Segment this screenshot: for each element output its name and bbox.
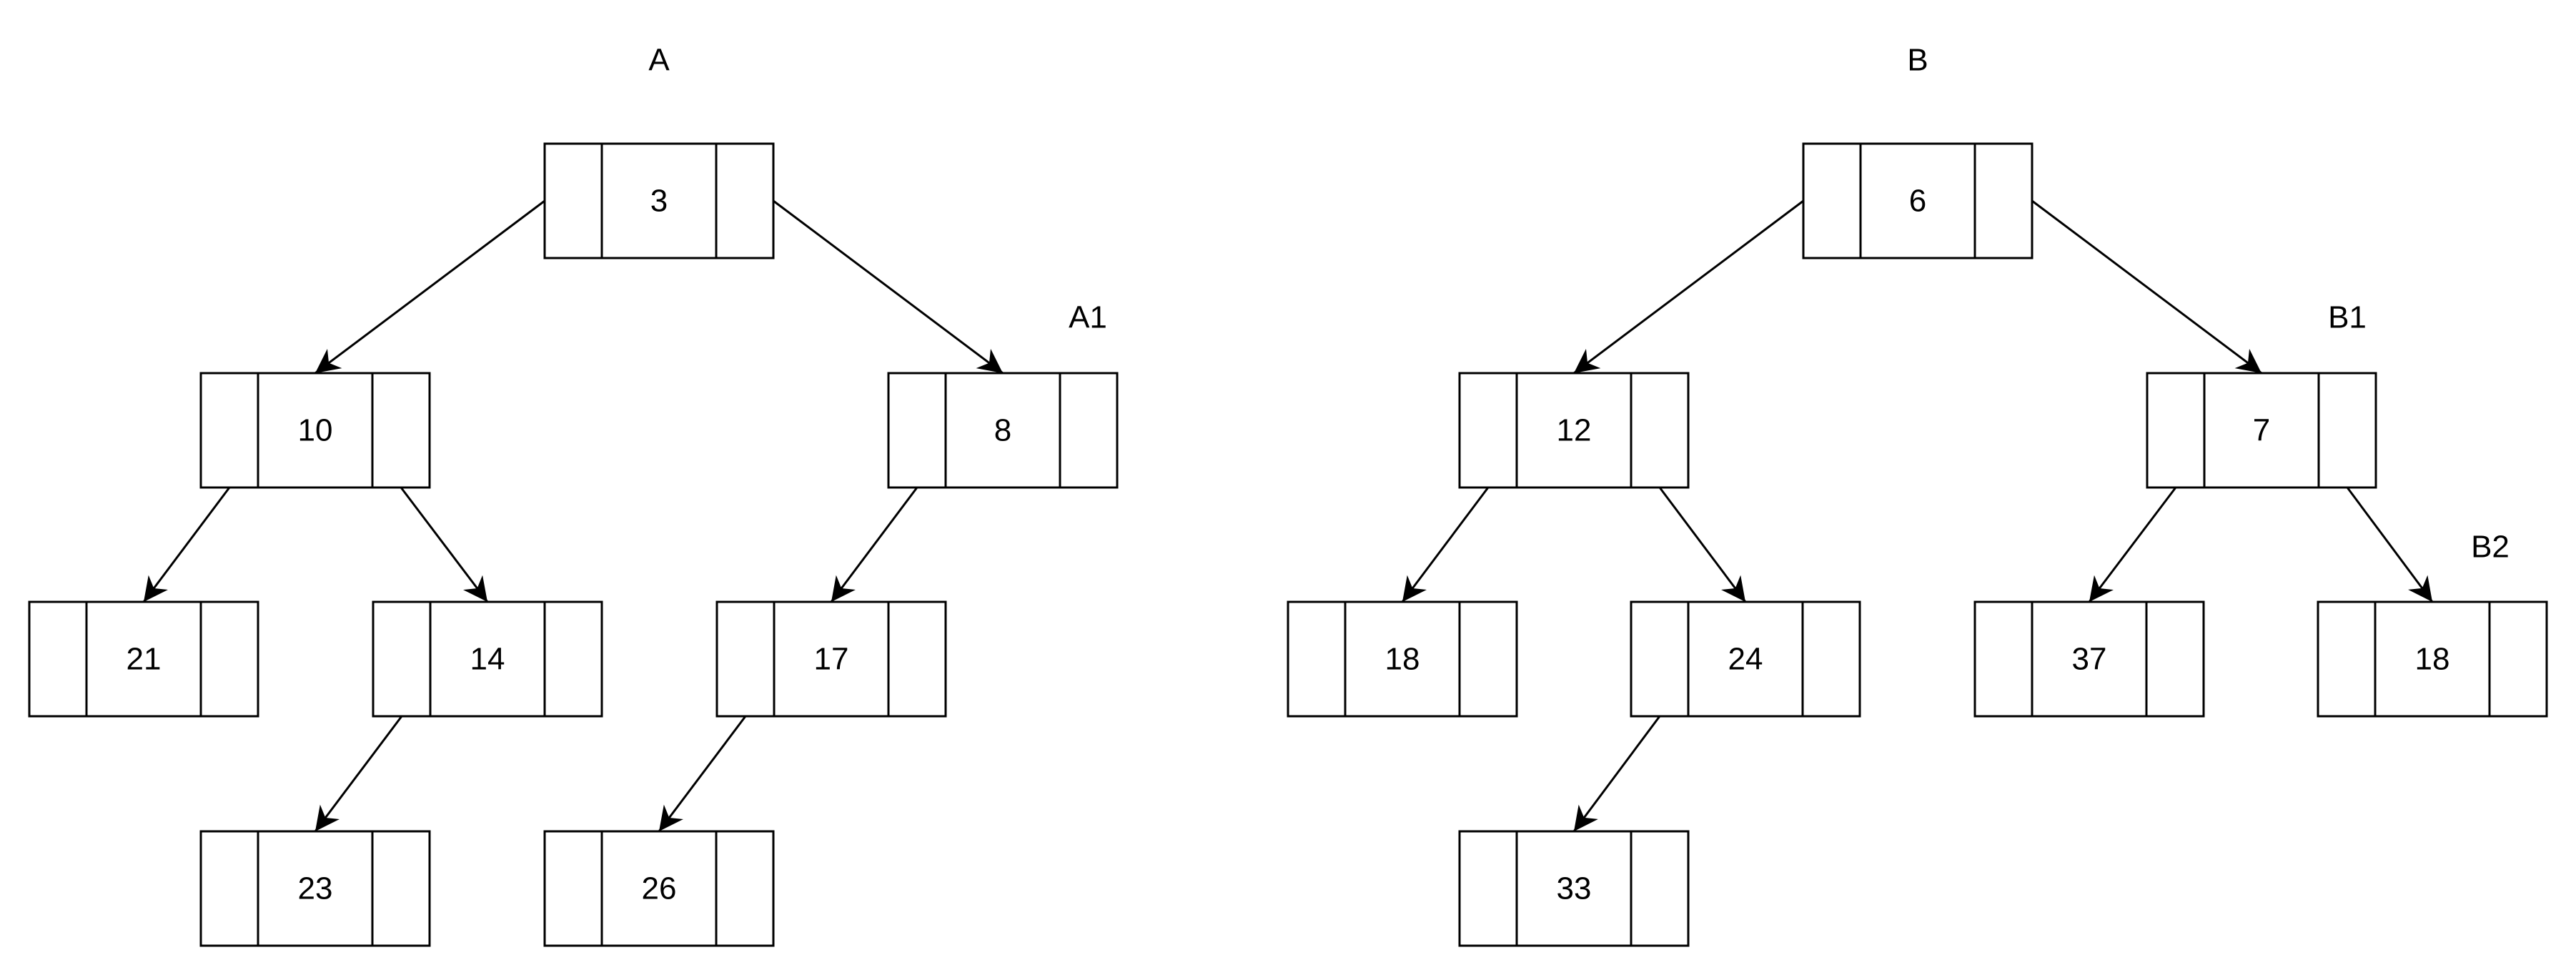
edge-a-3-to-a-10 [314, 199, 545, 375]
node-value: 24 [1728, 642, 1763, 677]
subtree-label-b2: B2 [2471, 530, 2510, 565]
node-value: 37 [2072, 642, 2107, 677]
edge-a-14-to-a-23 [314, 716, 403, 832]
node-box [543, 830, 775, 947]
node-box [372, 600, 603, 718]
tree-node-b-24: 24 [1630, 600, 1861, 718]
node-value: 23 [298, 871, 333, 906]
node-box [715, 600, 947, 718]
node-box [2317, 600, 2548, 718]
subtree-label-b1: B1 [2328, 300, 2367, 335]
tree-node-b-18b: 18 [2317, 600, 2548, 718]
node-value: 12 [1557, 413, 1592, 448]
edge-b-6-to-b-12 [1573, 199, 1804, 375]
subtree-label-a1: A1 [1069, 300, 1107, 335]
node-box [1458, 372, 1690, 489]
node-value: 21 [127, 642, 162, 677]
edge-b-12-to-b-18a [1401, 487, 1490, 603]
node-box [28, 600, 259, 718]
tree-node-b-37: 37 [1973, 600, 2205, 718]
tree-node-a-17: 17 [715, 600, 947, 718]
nodes-layer: 3 10 8 21 14 17 23 26 6 12 7 18 24 37 18 33 [28, 142, 2548, 947]
node-box [887, 372, 1119, 489]
node-value: 8 [994, 413, 1011, 448]
edge-a-10-to-a-21 [142, 487, 231, 603]
tree-node-b-12: 12 [1458, 372, 1690, 489]
tree-node-b-7: 7 [2146, 372, 2377, 489]
tree-node-a-8: 8 [887, 372, 1119, 489]
tree-node-a-14: 14 [372, 600, 603, 718]
node-value: 18 [2415, 642, 2450, 677]
edge-b-24-to-b-33 [1572, 716, 1661, 832]
tree-node-a-10: 10 [199, 372, 431, 489]
edge-b-12-to-b-24 [1658, 487, 1747, 603]
node-value: 18 [1385, 642, 1420, 677]
tree-title-b: B [1907, 43, 1928, 78]
node-box [2146, 372, 2377, 489]
node-box [1802, 142, 2033, 259]
tree-node-b-6: 6 [1802, 142, 2033, 259]
node-box [199, 372, 431, 489]
tree-node-a-26: 26 [543, 830, 775, 947]
node-value: 7 [2253, 413, 2270, 448]
tree-node-a-21: 21 [28, 600, 259, 718]
node-value: 3 [650, 184, 668, 219]
tree-node-a-3: 3 [543, 142, 775, 259]
node-box [1973, 600, 2205, 718]
edge-a-8-to-a-17 [830, 487, 918, 603]
edge-b-6-to-b-7 [2031, 199, 2262, 375]
node-box [543, 142, 775, 259]
edge-b-7-to-b-37 [2088, 487, 2177, 603]
node-value: 14 [470, 642, 505, 677]
edge-b-7-to-b-18b [2346, 487, 2434, 603]
node-value: 26 [642, 871, 677, 906]
edge-a-3-to-a-8 [773, 199, 1004, 375]
tree-title-a: A [648, 43, 670, 78]
edge-a-10-to-a-14 [400, 487, 489, 603]
tree-node-b-33: 33 [1458, 830, 1690, 947]
node-box [1287, 600, 1518, 718]
edge-a-17-to-a-26 [658, 716, 747, 832]
node-box [1630, 600, 1861, 718]
node-value: 10 [298, 413, 333, 448]
node-value: 33 [1557, 871, 1592, 906]
node-box [199, 830, 431, 947]
tree-node-a-23: 23 [199, 830, 431, 947]
node-value: 17 [814, 642, 849, 677]
edges-layer [142, 199, 2434, 832]
node-value: 6 [1909, 184, 1926, 219]
node-box [1458, 830, 1690, 947]
tree-node-b-18a: 18 [1287, 600, 1518, 718]
